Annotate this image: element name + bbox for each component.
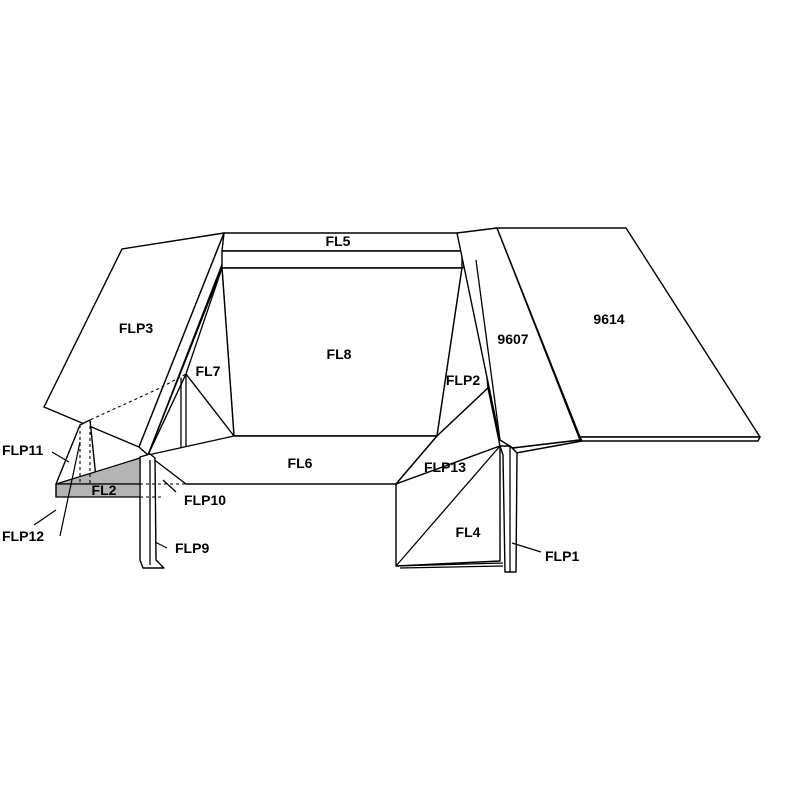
flp13-label: FLP13 (424, 459, 466, 475)
flp11-leader (51, 451, 70, 463)
flp10-label: FLP10 (184, 492, 226, 508)
flp2-label: FLP2 (446, 372, 480, 388)
flp3-label: FLP3 (119, 320, 153, 336)
flp1-label: FLP1 (545, 548, 579, 564)
fl5-front-face (221, 250, 463, 269)
flp9-leader (154, 541, 168, 549)
part-9607-label: 9607 (497, 331, 528, 347)
fl6-panel (147, 435, 438, 485)
fl8-label: FL8 (327, 346, 352, 362)
flp11-label: FLP11 (2, 442, 43, 458)
fl4-label: FL4 (456, 524, 481, 540)
fl7-label: FL7 (196, 363, 221, 379)
fl6-label: FL6 (288, 455, 313, 471)
flp10-leader (162, 479, 177, 493)
flp9-label: FLP9 (175, 540, 209, 556)
flp12-leader-2 (59, 441, 81, 537)
flp1-panel (499, 445, 518, 573)
part-9614-edge (579, 436, 761, 442)
flp12-leader (33, 509, 57, 526)
hidden-edge-top (79, 373, 187, 426)
fl5-label: FL5 (326, 233, 351, 249)
part-9614-label: 9614 (593, 311, 624, 327)
flp12-label: FLP12 (2, 528, 44, 544)
flp1-leader (511, 542, 542, 553)
fl2-label: FL2 (92, 482, 117, 498)
flp9-panel (139, 453, 165, 569)
